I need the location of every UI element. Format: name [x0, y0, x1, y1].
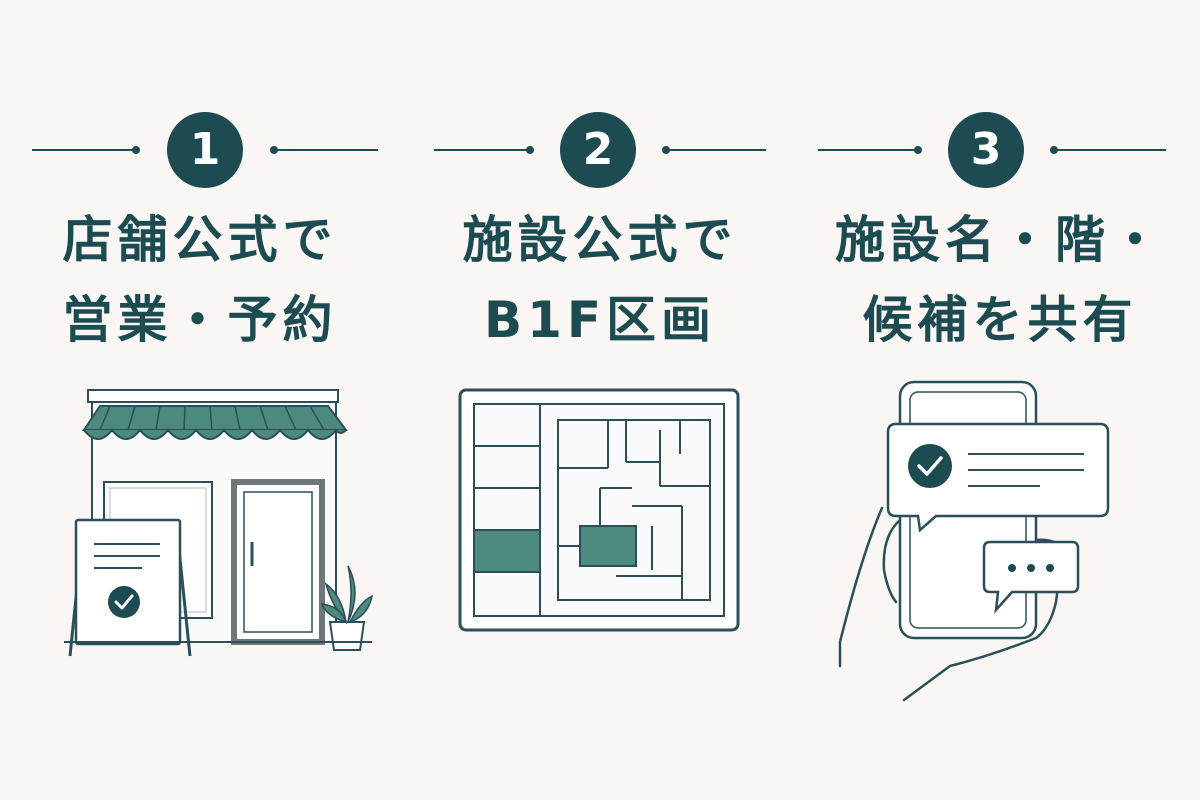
step-2-title: 施設公式で B1F区画 [400, 200, 800, 360]
step-1-badge-circle [167, 112, 243, 188]
step-3-title: 施設名・階・ 候補を共有 [800, 200, 1200, 360]
step-2-title-line-1: 施設公式で [462, 211, 738, 269]
step-3-badge-circle [948, 112, 1024, 188]
step-1-title-line-2: 営業・予約 [62, 291, 338, 349]
step-1-divider-line [32, 112, 378, 188]
step-3-marker: 3 [800, 108, 1200, 192]
step-3-title-line-2: 候補を共有 [862, 291, 1138, 349]
step-3: 3 施設名・階・ 候補を共有 [800, 0, 1200, 800]
step-3-number: 3 [970, 124, 1002, 175]
step-1-title: 店舗公式で 営業・予約 [0, 200, 400, 360]
step-2: 2 施設公式で B1F区画 [400, 0, 800, 800]
step-2-divider-line [434, 112, 766, 188]
storefront-icon [0, 370, 400, 710]
smartphone-share-icon [800, 370, 1200, 710]
step-1-marker: 1 [0, 108, 400, 192]
step-1-number: 1 [189, 124, 221, 175]
step-3-divider-line [818, 112, 1166, 188]
step-2-number: 2 [582, 124, 614, 175]
step-1-title-line-1: 店舗公式で [62, 211, 338, 269]
sign-check-icon [108, 586, 140, 618]
step-2-marker: 2 [400, 108, 800, 192]
step-1: 1 店舗公式で 営業・予約 [0, 0, 400, 800]
step-2-badge-circle [560, 112, 636, 188]
message-check-icon [908, 444, 952, 488]
step-2-title-line-2: B1F区画 [483, 291, 717, 349]
step-3-title-line-1: 施設名・階・ [835, 211, 1165, 269]
floor-map-icon [400, 370, 800, 710]
